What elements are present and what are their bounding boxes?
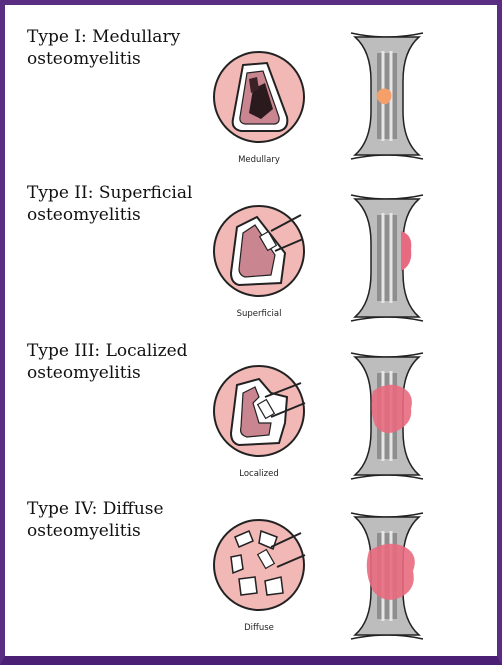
type-1-cross-section: Medullary	[209, 49, 313, 167]
type-2-title: Type II: Superficial osteomyelitis	[27, 183, 193, 225]
type-3-bone	[347, 351, 427, 481]
type-4-title: Type IV: Diffuse osteomyelitis	[27, 499, 164, 541]
type-2-caption: Superficial	[236, 309, 282, 319]
type-4-cross-section: Diffuse	[209, 517, 313, 635]
type-1-caption: Medullary	[238, 155, 280, 165]
type-1-bone	[347, 31, 427, 161]
type-3-caption: Localized	[239, 469, 279, 479]
type-3-title: Type III: Localized osteomyelitis	[27, 341, 188, 383]
type-2-bone	[347, 193, 427, 323]
type-3-cross-section: Localized	[209, 363, 313, 481]
type-2-cross-section: Superficial	[209, 203, 313, 321]
type-4-caption: Diffuse	[244, 623, 274, 633]
type-1-title: Type I: Medullary osteomyelitis	[27, 27, 181, 69]
type-4-bone	[347, 511, 427, 641]
